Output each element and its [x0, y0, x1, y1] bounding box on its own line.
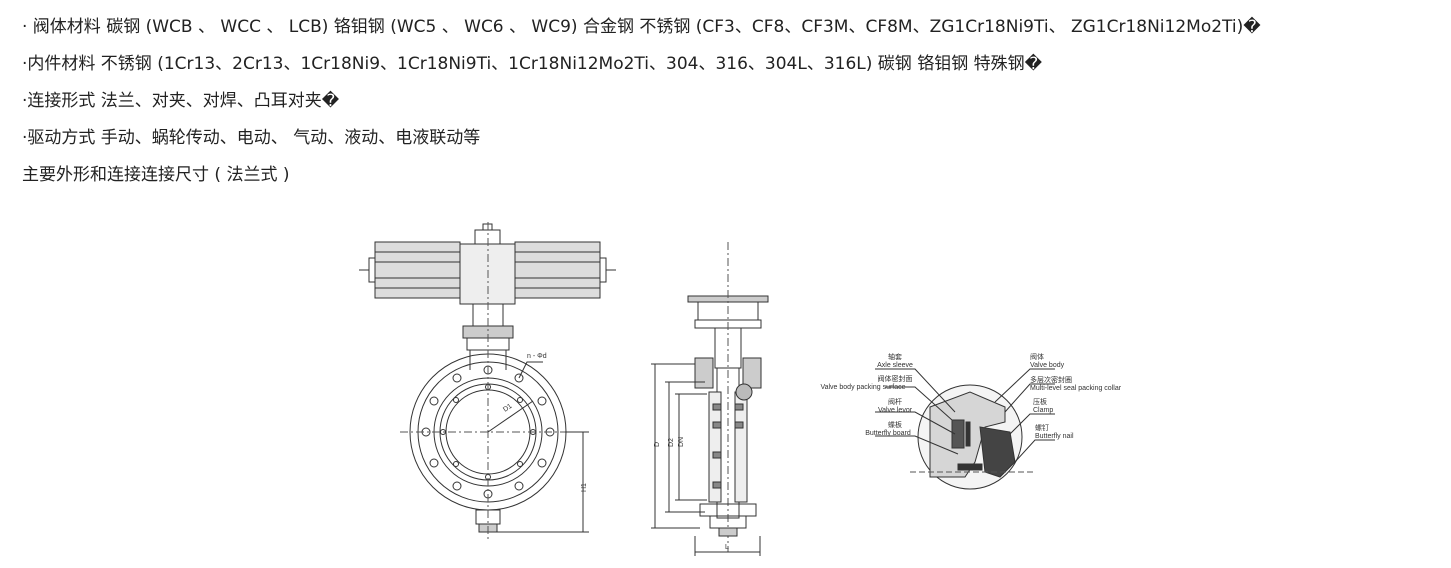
spec-line-trim-material: ·内件材料 不锈钢 (1Cr13、2Cr13、1Cr18Ni9、1Cr18Ni9…	[22, 54, 1043, 74]
detail-en-axle-sleeve: Axle sleeve	[877, 362, 913, 369]
valve-drawing: n - Φd D1 H1 D D2 DN L 轴套 Axle sleeve 阀体…	[359, 222, 1122, 556]
detail-en-clamp: Clamp	[1033, 407, 1053, 414]
detail-cn-clamp: 压板	[1033, 397, 1047, 406]
detail-en-butterfly-board: Butterfly board	[865, 430, 911, 437]
holes-label: n - Φd	[527, 353, 547, 360]
spec-line-dimensions-heading: 主要外形和连接连接尺寸 ( 法兰式 )	[22, 165, 290, 185]
spec-text: · 阀体材料 碳钢 (WCB 、 WCC 、 LCB) 铬钼钢 (WC5 、 W…	[22, 9, 1442, 194]
detail-cn-valve-body: 阀体	[1030, 352, 1044, 361]
spec-line-actuation: ·驱动方式 手动、蜗轮传动、电动、 气动、液动、电液联动等	[22, 128, 481, 148]
dn-label: DN	[678, 437, 685, 447]
detail-en-seal-collar: Multi-level seal packing collar	[1030, 385, 1122, 392]
d-label: D	[654, 442, 661, 447]
detail-en-butterfly-nail: Butterfly nail	[1035, 433, 1074, 440]
pcd-label: D1	[502, 403, 513, 414]
length-label: L	[725, 544, 729, 551]
front-view	[359, 222, 616, 540]
detail-en-body-packing: Valve body packing surface	[820, 384, 905, 391]
detail-cn-seal-collar: 多层次密封圈	[1030, 375, 1072, 384]
spec-line-connection: ·连接形式 法兰、对夹、对焊、凸耳对夹�	[22, 91, 340, 111]
detail-cn-valve-stem: 阀杆	[888, 397, 902, 406]
side-view	[651, 242, 769, 556]
detail-en-valve-stem: Valve levor	[878, 407, 913, 414]
spec-line-body-material: · 阀体材料 碳钢 (WCB 、 WCC 、 LCB) 铬钼钢 (WC5 、 W…	[22, 17, 1261, 37]
detail-cn-butterfly-nail: 螺钉	[1035, 423, 1049, 432]
height-label: H1	[581, 483, 588, 492]
detail-view	[875, 368, 1055, 490]
detail-cn-butterfly-board: 蝶板	[888, 420, 902, 429]
d2-label: D2	[668, 438, 675, 447]
detail-en-valve-body: Valve body	[1030, 362, 1065, 369]
detail-cn-axle-sleeve: 轴套	[888, 352, 902, 361]
detail-cn-body-packing: 阀体密封面	[878, 374, 913, 383]
